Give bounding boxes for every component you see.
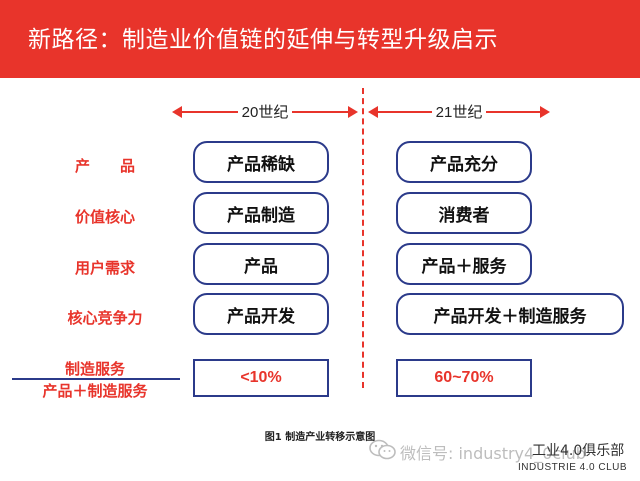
row-label-core-competence: 核心竞争力 <box>67 309 143 327</box>
arrow-head-right <box>540 106 550 118</box>
watermark-text: 微信号: industry4_0club <box>400 444 586 463</box>
era-divider <box>362 88 364 388</box>
arrow-head-right <box>348 106 358 118</box>
era-label-20th: 20世纪 <box>237 104 293 121</box>
row-label-product: 产 品 <box>74 157 135 175</box>
cell-21st-ratio: 60~70% <box>396 359 532 397</box>
figure-caption: 图1 制造产业转移示意图 <box>264 432 376 443</box>
arrow-head-left <box>172 106 182 118</box>
cell-21st-value-core: 消费者 <box>396 192 532 234</box>
page-title: 新路径：制造业价值链的延伸与转型升级启示 <box>28 27 498 53</box>
cell-21st-core-competence: 产品开发＋制造服务 <box>396 293 624 335</box>
row-label-value-core: 价值核心 <box>74 208 135 226</box>
watermark-logo-subtitle: INDUSTRIE 4.0 CLUB <box>518 462 628 473</box>
cell-20th-core-competence: 产品开发 <box>193 293 329 335</box>
ratio-denominator: 产品＋制造服务 <box>42 382 148 400</box>
arrow-head-left <box>368 106 378 118</box>
fraction-line <box>12 378 180 380</box>
cell-20th-product: 产品稀缺 <box>193 141 329 183</box>
era-arrow-20th: 20世纪 <box>172 103 358 121</box>
title-bar: 新路径：制造业价值链的延伸与转型升级启示 <box>0 0 640 78</box>
cell-21st-product: 产品充分 <box>396 141 532 183</box>
era-arrow-21st: 21世纪 <box>368 103 550 121</box>
watermark-logo: 工业4.0俱乐部 <box>532 443 625 459</box>
era-label-21st: 21世纪 <box>431 104 487 121</box>
ratio-numerator: 制造服务 <box>64 360 125 378</box>
cell-20th-user-demand: 产品 <box>193 243 329 285</box>
cell-20th-ratio: <10% <box>193 359 329 397</box>
row-label-user-demand: 用户需求 <box>74 259 135 277</box>
cell-21st-user-demand: 产品＋服务 <box>396 243 532 285</box>
cell-20th-value-core: 产品制造 <box>193 192 329 234</box>
wechat-icon <box>369 439 396 460</box>
